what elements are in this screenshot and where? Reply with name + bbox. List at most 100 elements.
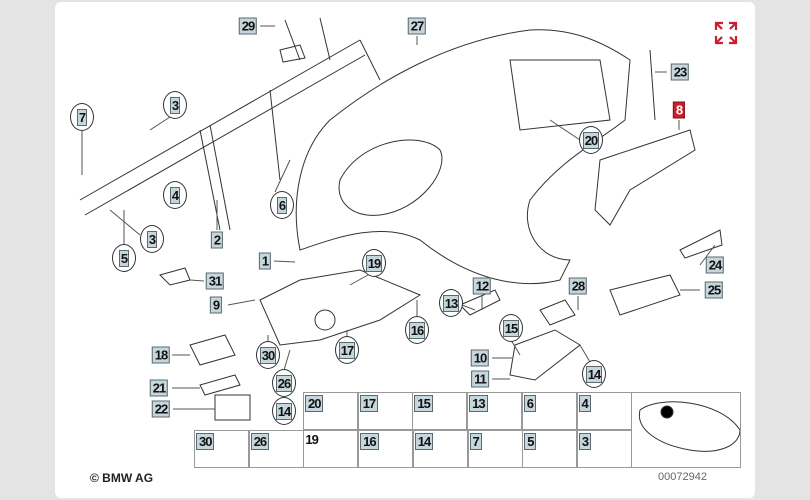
vehicle-locator-cell <box>631 392 741 468</box>
callout-number: 14 <box>275 402 293 420</box>
fastener-label: 4 <box>578 395 591 412</box>
callout-number: 8 <box>675 102 683 118</box>
callout-number: 6 <box>276 196 288 214</box>
fastener-label: 20 <box>305 395 324 412</box>
callout-12[interactable]: 12 <box>472 277 492 295</box>
callout-number: 12 <box>475 278 490 294</box>
callout-number: 27 <box>410 18 425 34</box>
callout-number: 30 <box>259 346 277 364</box>
callout-29[interactable]: 29 <box>238 17 258 35</box>
callout-21[interactable]: 21 <box>149 379 169 397</box>
leader-lines <box>81 25 716 410</box>
callout-20[interactable]: 20 <box>579 126 603 154</box>
callout-3[interactable]: 3 <box>163 91 187 119</box>
fastener-cell-7[interactable]: 7 <box>467 430 523 468</box>
callout-number: 2 <box>213 232 221 248</box>
fastener-cell-19[interactable]: 19 <box>303 430 359 468</box>
fastener-cell-3[interactable]: 3 <box>576 430 632 468</box>
callout-22[interactable]: 22 <box>151 400 171 418</box>
callout-11[interactable]: 11 <box>471 370 489 388</box>
crossbeam <box>79 39 366 231</box>
callout-number: 5 <box>118 249 130 267</box>
callout-number: 9 <box>212 297 220 313</box>
callout-number: 1 <box>261 253 269 269</box>
fastener-label: 15 <box>414 395 433 412</box>
callout-number: 10 <box>473 350 488 366</box>
callout-number: 26 <box>275 374 293 392</box>
fastener-label: 5 <box>524 433 537 450</box>
expand-arrows-icon[interactable] <box>713 20 739 46</box>
callout-25[interactable]: 25 <box>704 281 724 299</box>
fastener-cell-30[interactable]: 30 <box>194 430 249 468</box>
callout-number: 21 <box>152 380 167 396</box>
callout-7[interactable]: 7 <box>70 103 94 131</box>
fastener-cell-15[interactable]: 15 <box>412 392 468 430</box>
callout-number: 4 <box>169 186 181 204</box>
fastener-cell-17[interactable]: 17 <box>357 392 413 430</box>
callout-6[interactable]: 6 <box>270 191 294 219</box>
callout-number: 20 <box>582 131 600 149</box>
callout-number: 17 <box>338 341 356 359</box>
fastener-cell-26[interactable]: 26 <box>248 430 304 468</box>
fastener-label: 26 <box>250 433 270 450</box>
callout-number: 14 <box>585 365 603 383</box>
fastener-cell-16[interactable]: 16 <box>358 430 414 468</box>
fastener-label: 7 <box>469 433 482 450</box>
callout-19[interactable]: 19 <box>362 249 386 277</box>
callout-number: 29 <box>241 18 256 34</box>
fastener-label: 6 <box>523 395 537 412</box>
callout-1[interactable]: 1 <box>258 252 272 270</box>
fastener-label: 13 <box>469 395 488 412</box>
callout-30[interactable]: 30 <box>256 341 280 369</box>
fastener-cell-6[interactable]: 6 <box>521 392 577 430</box>
callout-3[interactable]: 3 <box>140 225 164 253</box>
callout-16[interactable]: 16 <box>405 316 429 344</box>
callout-number: 25 <box>707 282 722 298</box>
fastener-label: 17 <box>359 395 379 412</box>
copyright-text: © BMW AG <box>90 471 154 485</box>
fastener-label: 19 <box>305 432 319 447</box>
callout-4[interactable]: 4 <box>163 181 187 209</box>
callout-number: 22 <box>154 401 169 417</box>
callout-number: 3 <box>146 230 158 248</box>
callout-31[interactable]: 31 <box>205 272 225 290</box>
callout-26[interactable]: 26 <box>272 369 296 397</box>
fastener-cell-14[interactable]: 14 <box>412 430 468 468</box>
fastener-label: 30 <box>196 433 215 450</box>
callout-number: 18 <box>154 347 169 363</box>
fastener-cell-5[interactable]: 5 <box>522 430 578 468</box>
diagram-number: 00072942 <box>658 471 707 483</box>
callout-13[interactable]: 13 <box>439 289 463 317</box>
callout-28[interactable]: 28 <box>568 277 588 295</box>
diagram-card <box>55 2 755 498</box>
callout-15[interactable]: 15 <box>499 314 523 342</box>
callout-27[interactable]: 27 <box>407 17 427 35</box>
callout-5[interactable]: 5 <box>112 244 136 272</box>
callout-23[interactable]: 23 <box>670 63 690 81</box>
callout-24[interactable]: 24 <box>705 256 725 274</box>
callout-number: 28 <box>571 278 586 294</box>
callout-number: 15 <box>502 319 520 337</box>
callout-8[interactable]: 8 <box>672 101 686 119</box>
callout-number: 13 <box>442 294 460 312</box>
callout-10[interactable]: 10 <box>470 349 490 367</box>
callout-2[interactable]: 2 <box>210 231 224 249</box>
callout-14[interactable]: 14 <box>582 360 606 388</box>
center-console <box>259 269 422 346</box>
fastener-cell-20[interactable]: 20 <box>303 392 358 430</box>
fastener-cell-4[interactable]: 4 <box>576 392 632 430</box>
fastener-label: 14 <box>414 433 434 450</box>
callout-9[interactable]: 9 <box>209 296 223 314</box>
fastener-label: 16 <box>360 433 379 450</box>
dashboard-outline <box>295 29 631 285</box>
callout-number: 31 <box>208 273 223 289</box>
callout-17[interactable]: 17 <box>335 336 359 364</box>
fastener-cell-13[interactable]: 13 <box>467 392 523 430</box>
callout-number: 23 <box>673 64 688 80</box>
callout-number: 24 <box>708 257 723 273</box>
callout-18[interactable]: 18 <box>151 346 171 364</box>
fastener-label: 3 <box>578 433 592 450</box>
callout-number: 7 <box>76 108 88 126</box>
callout-14[interactable]: 14 <box>272 397 296 425</box>
